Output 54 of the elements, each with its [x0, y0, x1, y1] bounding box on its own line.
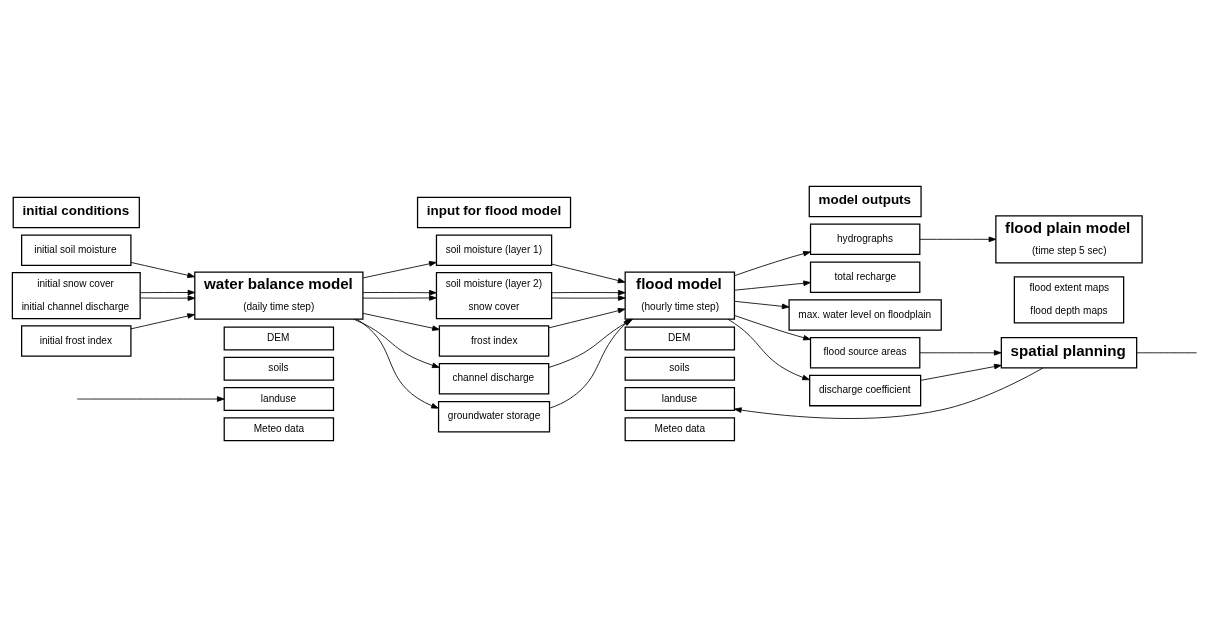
node-box: discharge coefficient	[809, 374, 922, 406]
arrow	[362, 289, 437, 295]
arrow	[727, 318, 810, 380]
node-box: frost index	[438, 324, 550, 357]
node-box: input for flood model	[416, 196, 572, 228]
arrow	[551, 294, 626, 301]
node-box: soil moisture (layer 1)	[435, 234, 553, 266]
node-box: DEM	[624, 326, 736, 350]
node-box: initial snow cover initial channel discharge	[11, 271, 141, 319]
node-box: flood extent maps flood depth maps	[1013, 275, 1125, 323]
arrow	[362, 294, 437, 301]
node-box: flood model (hourly time step)	[624, 270, 736, 320]
node-box: initial soil moisture	[21, 234, 132, 266]
arrow	[551, 263, 626, 283]
arrow	[734, 367, 1044, 419]
node-box: Meteo data	[624, 416, 736, 441]
arrow	[734, 250, 811, 276]
arrow	[548, 307, 626, 328]
node-box: soils	[223, 356, 335, 381]
arrow	[734, 279, 811, 291]
arrow	[353, 318, 440, 368]
node-box: initial frost index	[21, 324, 132, 357]
node-box: landuse	[624, 386, 736, 411]
node-box: soils	[624, 356, 736, 381]
node-box: hydrographs	[809, 223, 921, 255]
node-box: channel discharge	[438, 362, 550, 395]
node-box: groundwater storage	[437, 400, 551, 432]
arrow	[76, 395, 225, 402]
arrow	[140, 289, 196, 295]
arrow	[140, 294, 196, 301]
arrow	[130, 261, 195, 278]
node-box: spatial planning	[1000, 336, 1138, 369]
arrow	[920, 363, 1002, 381]
node-box: max. water level on floodplain	[788, 298, 942, 331]
node-box: model outputs	[808, 185, 922, 217]
arrow	[362, 260, 437, 278]
arrow	[362, 312, 440, 331]
arrow	[734, 314, 811, 340]
node-box: water balance model (daily time step)	[194, 270, 364, 320]
node-box: flood source areas	[809, 336, 921, 369]
node-box: soil moisture (layer 2) snow cover	[435, 271, 553, 319]
arrow	[551, 289, 626, 295]
arrow	[734, 300, 790, 309]
connector	[1136, 351, 1198, 353]
node-box: landuse	[223, 386, 335, 411]
arrow	[919, 236, 997, 242]
node-box: initial conditions	[12, 196, 140, 228]
node-box: Meteo data	[223, 416, 335, 441]
arrow	[130, 312, 195, 329]
arrow	[919, 349, 1002, 356]
arrow	[356, 318, 439, 409]
node-box: flood plain model (time step 5 sec)	[995, 214, 1143, 263]
node-box: DEM	[223, 326, 335, 350]
node-box: total recharge	[809, 260, 921, 293]
